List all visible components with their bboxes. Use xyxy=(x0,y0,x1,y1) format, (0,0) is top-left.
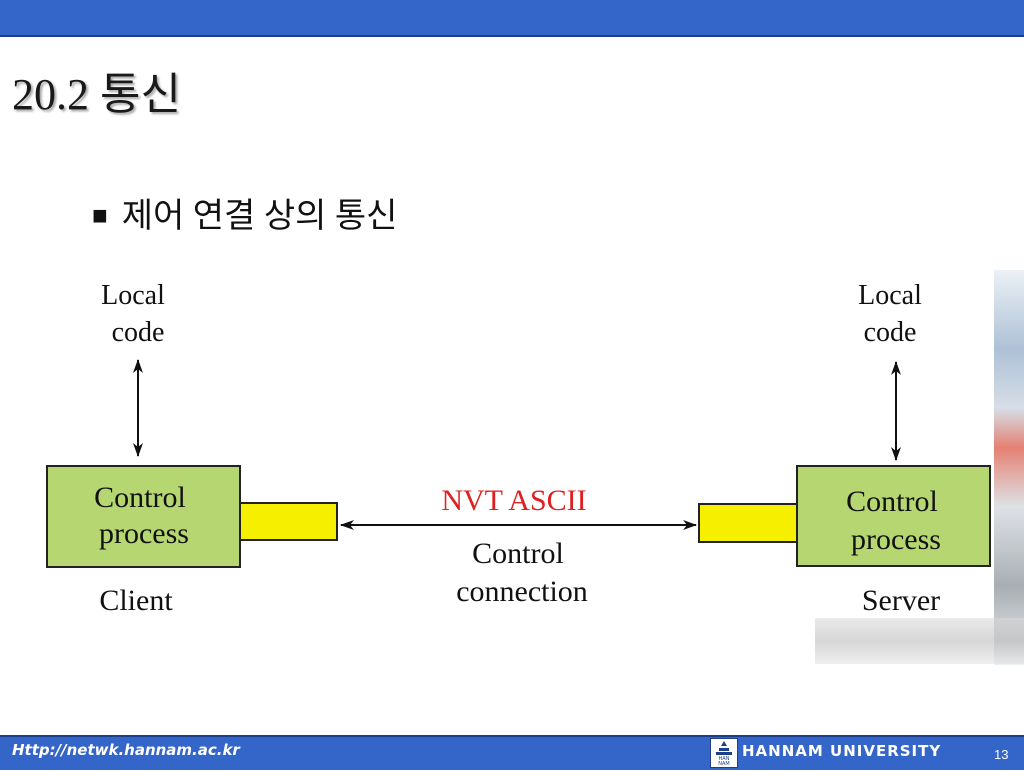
page-number: 13 xyxy=(994,747,1009,762)
svg-text:NAM: NAM xyxy=(718,761,729,767)
client-control-process-label-line2: process xyxy=(99,517,189,550)
university-logo-icon: HAN NAM xyxy=(716,741,732,767)
top-bar xyxy=(0,0,1024,37)
server-port-box xyxy=(698,503,798,543)
server-label: Server xyxy=(862,584,940,617)
slide-title: 20.2 통신 xyxy=(12,70,181,119)
server-control-process-box xyxy=(796,465,991,567)
university-logo: HAN NAM xyxy=(710,738,738,768)
client-local-code-label-line1: Local xyxy=(101,280,165,311)
footer-url-link[interactable]: Http://netwk.hannam.ac.kr xyxy=(12,741,240,759)
bullet-square-icon: ■ xyxy=(92,201,108,230)
background-decoration-keyboard xyxy=(815,618,1024,664)
server-local-code-label-line1: Local xyxy=(858,280,922,311)
client-control-process-label-line1: Control xyxy=(94,481,186,514)
bullet-text: 제어 연결 상의 통신 xyxy=(121,198,398,235)
client-label: Client xyxy=(99,584,173,617)
control-connection-label-line2: connection xyxy=(456,575,588,608)
server-control-process-label-line2: process xyxy=(851,523,941,556)
client-local-code-label-line2: code xyxy=(112,317,165,348)
background-decoration-right xyxy=(994,270,1024,665)
footer-bar xyxy=(0,735,1024,770)
nvt-ascii-label: NVT ASCII xyxy=(441,484,586,517)
svg-text:HAN: HAN xyxy=(719,756,730,762)
bullet-item: ■ 제어 연결 상의 통신 xyxy=(92,188,397,237)
control-connection-label-line1: Control xyxy=(472,537,564,570)
server-control-process-label-line1: Control xyxy=(846,485,938,518)
client-control-process-box xyxy=(46,465,241,568)
server-local-code-label-line2: code xyxy=(864,317,917,348)
client-port-box xyxy=(239,502,338,541)
university-name: HANNAM UNIVERSITY xyxy=(742,742,942,760)
